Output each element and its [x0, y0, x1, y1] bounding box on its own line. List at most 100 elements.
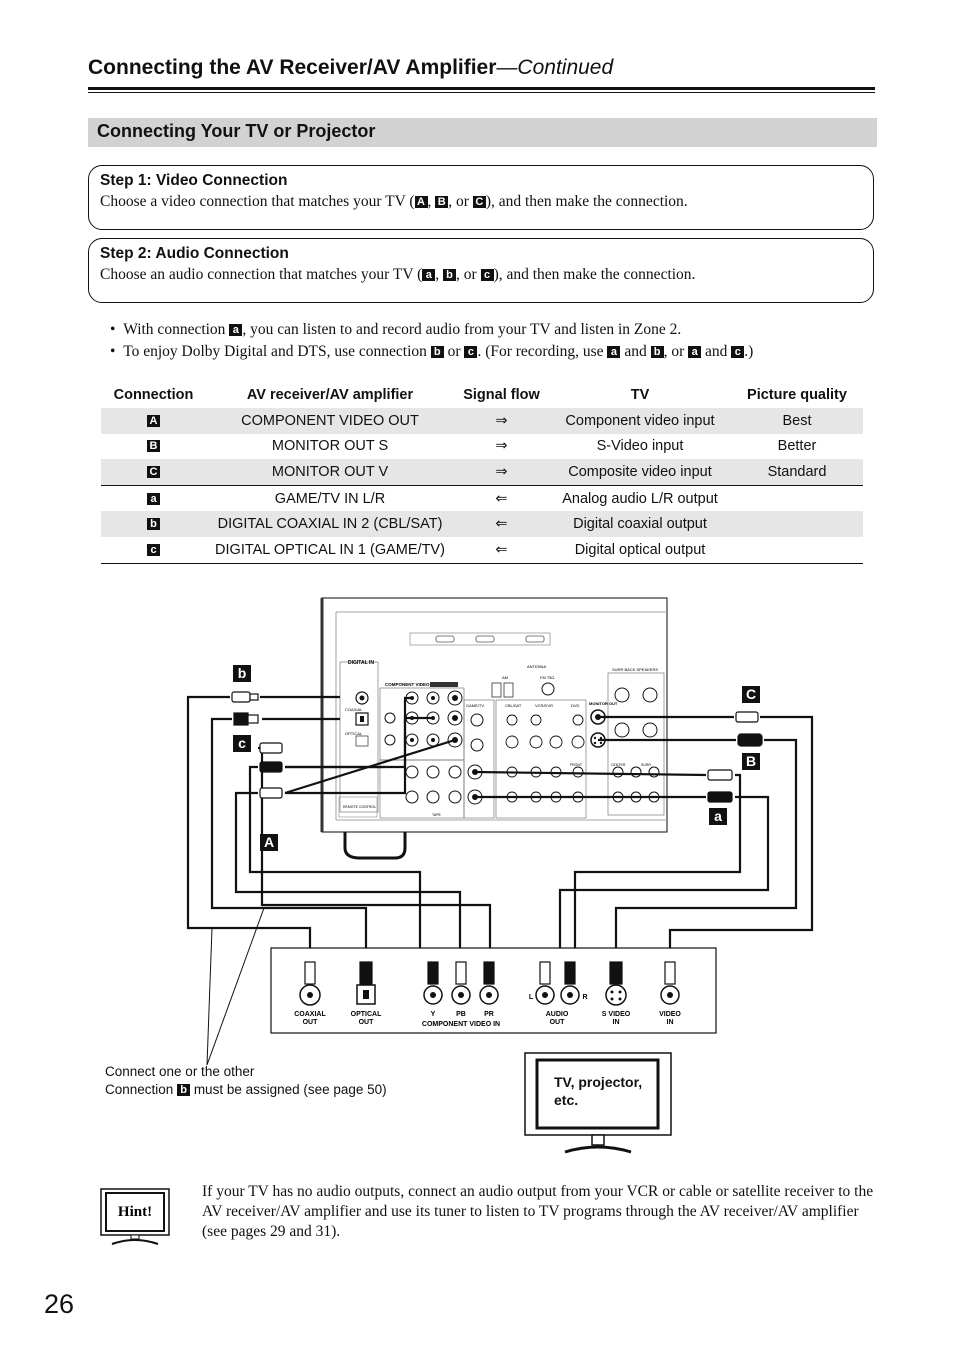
tv-label-coaxial-out: OUT — [303, 1019, 319, 1026]
note-line2: Connection b must be assigned (see page … — [105, 1081, 387, 1099]
table-cell — [731, 511, 863, 537]
note-text: must be assigned (see page 50) — [190, 1082, 387, 1097]
receiver-label-vcr-dvr: VCR/DVR — [535, 703, 553, 708]
receiver-rear-panel: DIGITAL IN COAXIAL OPTICAL REMOTE CONTRO… — [320, 597, 668, 860]
table-cell — [731, 536, 863, 564]
code-badge: b — [147, 518, 160, 531]
table-cell: Composite video input — [549, 459, 731, 486]
table-cell: DIGITAL OPTICAL IN 1 (GAME/TV) — [206, 536, 454, 564]
code-badge: b — [443, 269, 457, 281]
bullet-item: • With connection a, you can listen to a… — [110, 321, 682, 338]
cable-plugs — [231, 691, 763, 803]
col-header-signal: Signal flow — [454, 383, 549, 408]
bullet-text: or — [443, 343, 465, 360]
bullet-text: . (For recording, use — [477, 343, 608, 360]
step1-sep: , or — [448, 193, 473, 210]
table-cell: Digital coaxial output — [549, 511, 731, 537]
step1-heading: Step 1: Video Connection — [100, 172, 288, 189]
code-badge: a — [422, 269, 436, 281]
step1-text: Choose a video connection that matches y… — [100, 193, 862, 211]
tv-label-optical-out: OUT — [359, 1019, 375, 1026]
step2-text-a: Choose an audio connection that matches … — [100, 266, 423, 283]
bullet-list: • With connection a, you can listen to a… — [110, 321, 870, 365]
receiver-label-center: CENTER — [611, 763, 626, 767]
marker-a: a — [714, 808, 722, 824]
table-cell: ⇒ — [495, 438, 508, 455]
marker-C: C — [746, 686, 756, 702]
page-header: Connecting the AV Receiver/AV Amplifier—… — [88, 56, 875, 80]
table-cell: MONITOR OUT S — [271, 438, 389, 455]
table-row: A COMPONENT VIDEO OUT ⇒ Component video … — [101, 407, 863, 434]
receiver-label-tape: TAPE — [432, 813, 442, 817]
note-text: Connection — [105, 1082, 178, 1097]
header-rule-thin — [88, 92, 875, 93]
table-cell: ⇒ — [454, 459, 549, 486]
receiver-label-game-tv: GAME/TV — [466, 703, 484, 708]
table-header-row: Connection AV receiver/AV amplifier Sign… — [101, 383, 863, 408]
code-badge: c — [147, 543, 160, 556]
bullet-text: To enjoy Dolby Digital and DTS, use conn… — [123, 343, 431, 360]
table-row: a GAME/TV IN L/R ⇐ Analog audio L/R outp… — [101, 485, 863, 511]
table-cell: ⇐ — [495, 490, 508, 507]
tv-caption-line2: etc. — [554, 1092, 579, 1108]
connection-table: Connection AV receiver/AV amplifier Sign… — [101, 383, 863, 564]
tv-label-pb: PB — [456, 1011, 466, 1018]
section-title: Connecting Your TV or Projector — [97, 121, 376, 141]
table-cell: Better — [777, 438, 817, 455]
tv-caption: TV, projector, etc. — [554, 1073, 654, 1109]
page-number: 26 — [44, 1289, 75, 1319]
receiver-label-front: FRONT — [570, 763, 583, 767]
table-cell: COMPONENT VIDEO OUT — [206, 407, 454, 434]
receiver-label-digital-in: DIGITAL IN — [348, 660, 374, 666]
marker-B: B — [746, 753, 756, 769]
bullet-text: and — [701, 343, 732, 360]
bullet-item: • To enjoy Dolby Digital and DTS, use co… — [110, 343, 754, 360]
bullet-text: and — [620, 343, 651, 360]
tv-label-pr: PR — [484, 1011, 494, 1018]
step1-box: Step 1: Video Connection Choose a video … — [88, 165, 874, 230]
step2-text-b: ), and then make the connection. — [493, 266, 696, 283]
step1-sep: , — [427, 193, 436, 210]
tv-label-video-in: IN — [667, 1019, 674, 1026]
code-badge: c — [480, 269, 494, 281]
tv-label-svideo: S VIDEO — [602, 1011, 631, 1018]
receiver-label-fm: FM 75Ω — [540, 675, 554, 680]
table-cell: A — [101, 407, 206, 434]
header-title: Connecting the AV Receiver/AV Amplifier — [88, 56, 497, 79]
table-cell: MONITOR OUT V — [206, 459, 454, 486]
bullet-text: , or — [663, 343, 689, 360]
tv-label-component: COMPONENT VIDEO IN — [422, 1021, 500, 1028]
tv-label-l: L — [529, 994, 534, 1001]
receiver-label-coaxial: COAXIAL — [345, 707, 363, 712]
hint-tv-icon: Hint! — [100, 1188, 170, 1245]
connection-diagram: DIGITAL IN COAXIAL OPTICAL REMOTE CONTRO… — [186, 597, 814, 1154]
step1-text-a: Choose a video connection that matches y… — [100, 193, 415, 210]
receiver-label-dvd: DVD — [571, 703, 580, 708]
tv-label-audio: AUDIO — [546, 1011, 569, 1018]
tv-label-svideo-in: IN — [613, 1019, 620, 1026]
connection-markers: b c A C B a — [233, 665, 760, 851]
code-badge: B — [435, 196, 449, 208]
tv-label-audio-out: OUT — [550, 1019, 566, 1026]
receiver-label-optical: OPTICAL — [345, 731, 363, 736]
table-cell: c — [101, 536, 206, 564]
tv-label-optical: OPTICAL — [351, 1011, 382, 1018]
code-badge: A — [414, 196, 428, 208]
bullet-text: With connection — [123, 321, 230, 338]
note-line1: Connect one or the other — [105, 1064, 255, 1079]
table-row: B MONITOR OUT S ⇒ S-Video input Better — [101, 434, 863, 460]
receiver-label-monitor-out: MONITOR OUT — [589, 701, 618, 706]
col-header-tv: TV — [549, 383, 731, 408]
receiver-label-surr: SURR — [641, 763, 651, 767]
table-cell: ⇐ — [454, 511, 549, 537]
table-cell: Component video input — [549, 407, 731, 434]
col-header-receiver: AV receiver/AV amplifier — [206, 383, 454, 408]
tv-label-video: VIDEO — [659, 1011, 681, 1018]
col-header-quality: Picture quality — [731, 383, 863, 408]
tv-icon — [524, 1052, 672, 1154]
code-badge: c — [464, 346, 478, 358]
col-header-connection: Connection — [101, 383, 206, 408]
bullet-text: , you can listen to and record audio fro… — [242, 321, 682, 338]
table-row: C MONITOR OUT V ⇒ Composite video input … — [101, 459, 863, 486]
marker-b: b — [238, 665, 247, 681]
